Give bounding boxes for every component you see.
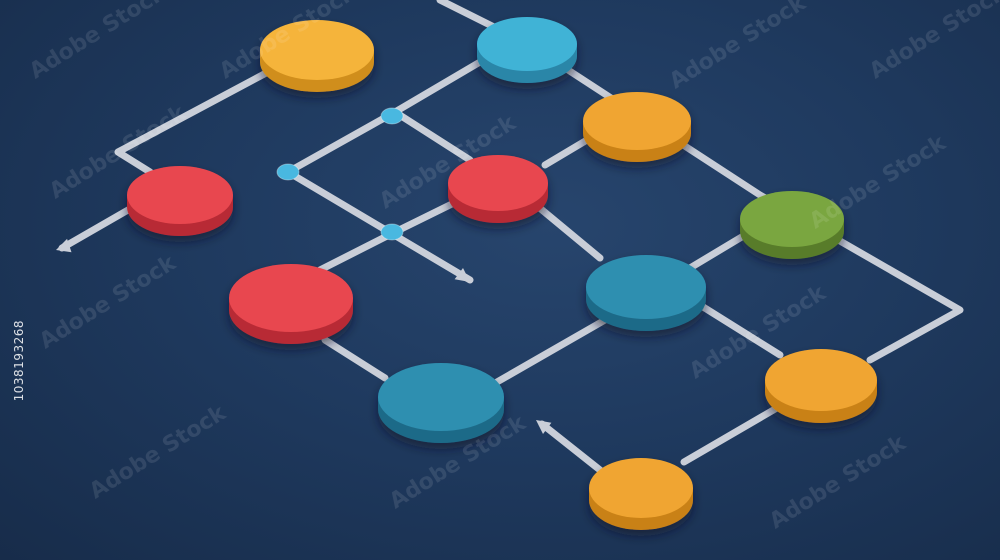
node-teal-bottom-disc-icon: [378, 363, 504, 443]
node-orange-bottom-disc-icon: [589, 458, 693, 530]
connector-lines: [58, 0, 964, 474]
node-red-left-disc-icon: [127, 166, 233, 236]
connector-line: [391, 108, 474, 164]
connector-line: [316, 228, 399, 274]
arrowhead-icon: [454, 268, 470, 282]
disc-top: [740, 191, 844, 247]
disc-top: [586, 255, 706, 319]
nodes: [127, 17, 877, 530]
node-orange-right-disc-icon: [765, 349, 877, 423]
disc-top: [229, 264, 353, 332]
disc-top: [127, 166, 233, 224]
arrowheads: [56, 238, 552, 434]
disc-top: [260, 20, 374, 80]
connector-line: [686, 231, 749, 272]
junction-dot: [380, 107, 404, 125]
connector-line: [696, 301, 784, 359]
stock-id-watermark: 1038193268: [12, 320, 26, 402]
node-yellow-top-disc-icon: [260, 20, 374, 92]
node-orange-upper-disc-icon: [583, 92, 691, 162]
connector-line: [436, 0, 504, 34]
node-red-center-disc-icon: [448, 155, 548, 223]
connector-line: [321, 336, 389, 382]
disc-top: [589, 458, 693, 518]
connector-line: [284, 58, 484, 284]
connector-line: [526, 196, 604, 262]
junction-dot: [276, 163, 300, 181]
connector-line: [680, 401, 786, 466]
connector-line: [114, 68, 272, 176]
connector-line: [538, 420, 604, 474]
disc-top: [765, 349, 877, 411]
node-green-right-disc-icon: [740, 191, 844, 259]
junction-dot: [380, 223, 404, 241]
disc-top: [378, 363, 504, 431]
node-teal-center-disc-icon: [586, 255, 706, 331]
connector-line: [541, 133, 596, 169]
node-cyan-top-disc-icon: [477, 17, 577, 83]
junction-dots: [276, 107, 404, 241]
connector-line: [391, 196, 464, 236]
connector-line: [493, 316, 609, 386]
node-red-lower-disc-icon: [229, 264, 353, 344]
connector-line: [58, 206, 132, 252]
disc-top: [477, 17, 577, 71]
arrowhead-icon: [56, 238, 72, 253]
arrowhead-icon: [536, 420, 552, 434]
disc-top: [448, 155, 548, 211]
disc-top: [583, 92, 691, 150]
